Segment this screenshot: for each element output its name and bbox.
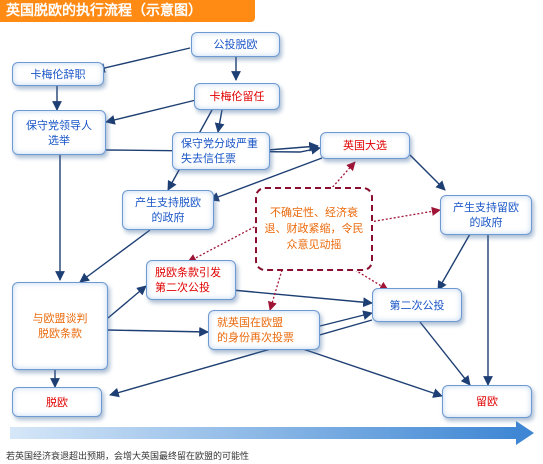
node-brexit: 脱欧: [12, 387, 102, 417]
page-title: 英国脱欧的执行流程（示意图）: [0, 0, 255, 22]
node-pro-exit-gov: 产生支持脱欧 的政府: [122, 190, 214, 230]
node-uk-status-vote: 就英国在欧盟 的身份再次投票: [208, 310, 320, 350]
node-second-referendum: 第二次公投: [372, 288, 462, 322]
node-pro-remain-gov: 产生支持留欧 的政府: [440, 195, 532, 235]
node-negotiate-exit: 与欧盟谈判 脱欧条款: [12, 282, 108, 370]
uncertainty-note: 不确定性、经济衰退、财政紧缩，令民众意见动摇: [255, 187, 373, 271]
node-article-second-vote: 脱欧条款引发 第二次公投: [146, 260, 236, 300]
node-referendum: 公投脱欧: [191, 32, 280, 57]
node-conservative-leader: 保守党领导人 选举: [12, 110, 106, 155]
node-uk-election: 英国大选: [320, 132, 410, 159]
footer-arrow: [10, 421, 534, 445]
node-cameron-stay: 卡梅伦留任: [194, 83, 280, 110]
node-conservative-split: 保守党分歧严重 失去信任票: [172, 132, 270, 170]
footer-note: 若英国经济衰退超出预期，会增大英国最终留在欧盟的可能性: [6, 452, 250, 462]
node-remain: 留欧: [442, 385, 532, 418]
node-cameron-resign: 卡梅伦辞职: [12, 62, 104, 86]
